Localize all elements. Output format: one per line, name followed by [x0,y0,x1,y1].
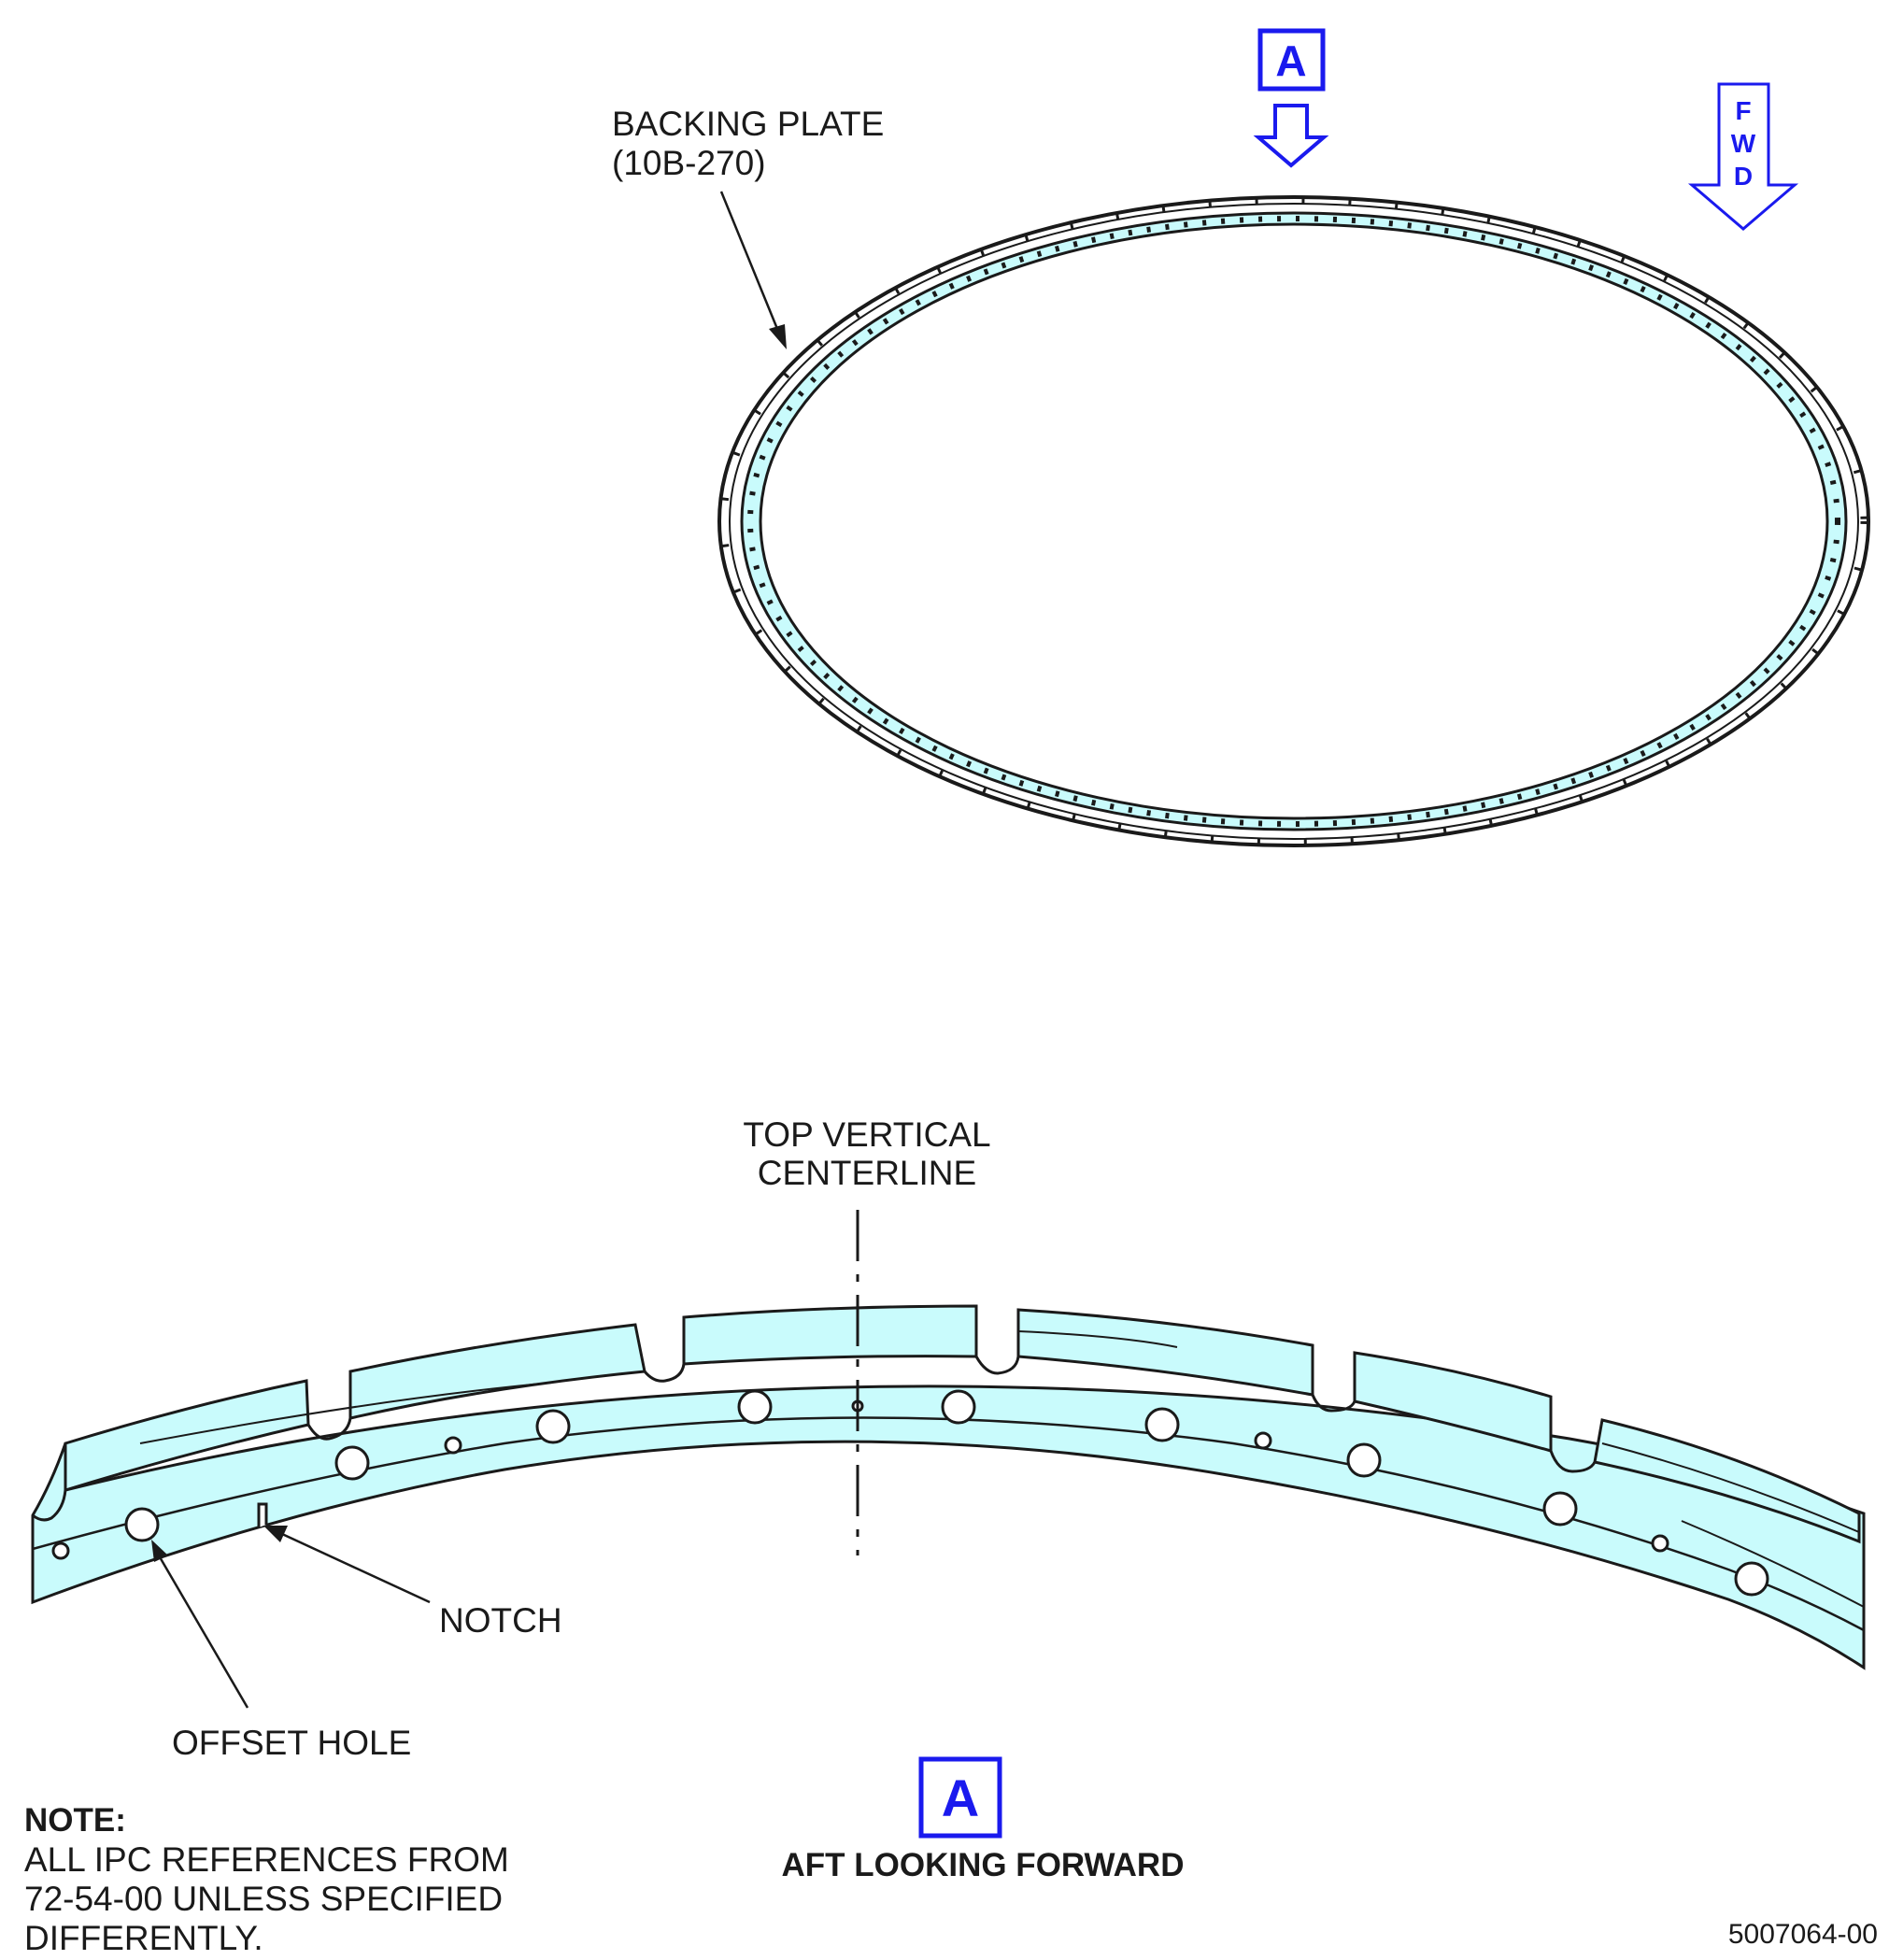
backing-plate-ring [717,195,1870,847]
note-text: ALL IPC REFERENCES FROM 72-54-00 UNLESS … [24,1840,509,1957]
offset-hole-label: OFFSET HOLE [172,1724,411,1762]
view-letter-bottom: A [942,1768,979,1827]
detail-a-segment [31,1304,1866,1670]
fwd-arrow: F W D [1687,82,1799,231]
view-caption: AFT LOOKING FORWARD [782,1847,1185,1883]
view-direction-arrow [1253,104,1329,168]
drawing-number: 5007064-00 [1727,1919,1878,1950]
view-a-indicator: A [1253,28,1329,168]
top-vertical-centerline: TOP VERTICAL CENTERLINE [743,1115,991,1555]
backing-plate-callout: BACKING PLATE (10B-270) [612,105,884,349]
notch-callout: NOTCH [263,1526,562,1640]
view-a-caption: A AFT LOOKING FORWARD [782,1756,1185,1883]
view-letter-top: A [1275,36,1306,85]
offset-hole-callout: OFFSET HOLE [151,1540,411,1762]
notch-label: NOTCH [439,1601,562,1640]
note-block: NOTE: ALL IPC REFERENCES FROM 72-54-00 U… [24,1801,622,1958]
fwd-letter-d: D [1734,162,1753,191]
backing-plate-label: BACKING PLATE [612,105,884,143]
centerline-label-line1: TOP VERTICAL [743,1115,990,1154]
centerline-label-line2: CENTERLINE [758,1154,976,1192]
backing-plate-part-number: (10B-270) [612,144,766,182]
fwd-letter-w: W [1731,129,1756,158]
fwd-letter-f: F [1735,96,1751,125]
note-title: NOTE: [24,1802,126,1839]
